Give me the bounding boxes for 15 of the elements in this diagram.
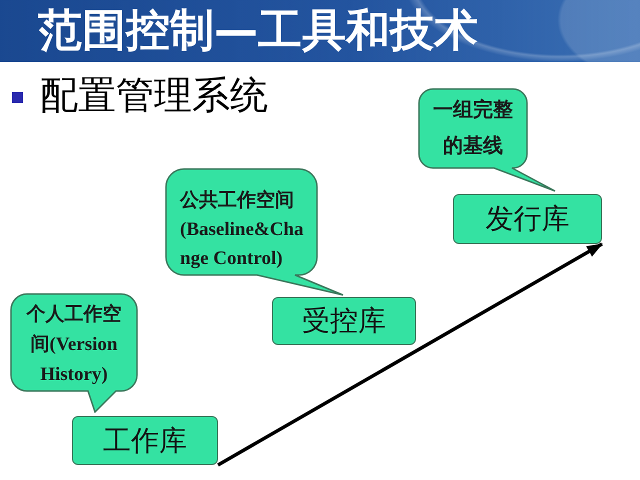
arrow [217,242,603,467]
callout-text: 公共工作空间 (Baseline&Change Control) [180,188,304,271]
repository-name: 工作库 [103,424,187,458]
callout-text: 个人工作空间(Version History) [25,302,122,387]
speech-bubble [418,88,556,192]
repository-box [453,194,602,244]
bullet-heading: 配置管理系统 [40,73,268,117]
callout-text: 一组完整的基线 [432,98,514,159]
repository-name: 受控库 [302,304,386,338]
repository-box [72,416,218,465]
repository-box [272,297,416,345]
repository-name: 发行库 [486,202,570,236]
slide-title: 范围控制—工具和技术 [38,7,478,55]
speech-bubble [10,293,138,413]
speech-bubble [165,168,345,296]
